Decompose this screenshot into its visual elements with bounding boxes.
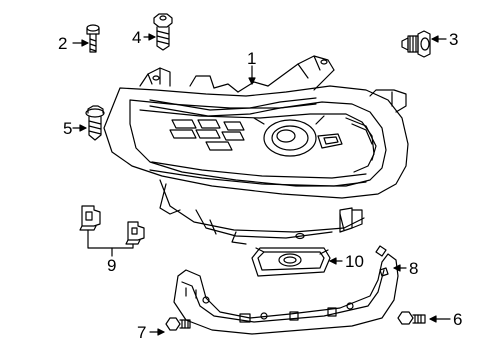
bolt-part-7 — [165, 317, 191, 331]
leader-arrow-6 — [429, 315, 451, 323]
callout-7: 7 — [137, 323, 147, 342]
leader-bracket-9 — [87, 229, 134, 257]
callout-2: 2 — [58, 34, 68, 53]
leader-arrow-8 — [393, 264, 407, 272]
callout-3: 3 — [449, 30, 459, 49]
bolt-part-6 — [397, 311, 426, 325]
socket-part-3 — [401, 30, 431, 58]
clip-part-9b — [125, 221, 145, 245]
callout-4: 4 — [132, 28, 142, 47]
callout-9: 9 — [107, 256, 117, 275]
leader-line-1 — [248, 65, 256, 85]
leader-arrow-5 — [72, 124, 87, 132]
headlamp-assembly — [103, 55, 409, 245]
callout-6: 6 — [453, 310, 463, 329]
module-part-10 — [251, 247, 331, 277]
screw-part-5 — [85, 105, 105, 141]
callout-8: 8 — [409, 259, 419, 278]
bracket-part-8 — [173, 245, 399, 335]
leader-arrow-4 — [143, 33, 156, 41]
callout-5: 5 — [63, 119, 73, 138]
callout-10: 10 — [345, 252, 364, 271]
leader-arrow-7 — [149, 328, 165, 336]
clip-part-9a — [79, 205, 101, 231]
screw-part-4 — [153, 13, 173, 51]
leader-arrow-10 — [329, 257, 343, 265]
leader-arrow-3 — [431, 35, 447, 43]
callout-1: 1 — [247, 49, 257, 68]
leader-arrow-2 — [72, 39, 89, 47]
screw-part-2 — [86, 24, 100, 53]
